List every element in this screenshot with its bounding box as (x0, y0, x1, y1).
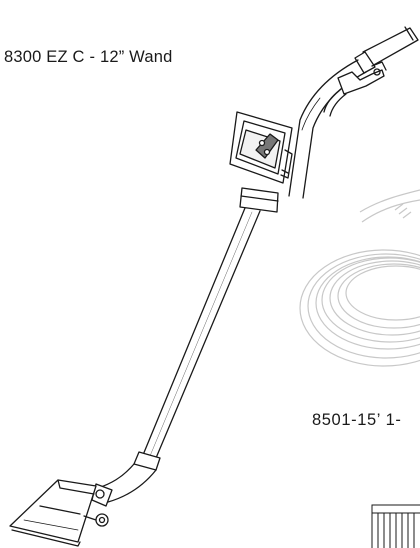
wand-caption: 8300 EZ C - 12” Wand (4, 48, 173, 66)
coiled-hose-drawing (299, 189, 420, 367)
hose-caption: 8501-15’ 1- (312, 411, 402, 429)
carpet-wand-drawing (9, 26, 419, 547)
upholstery-tool-drawing (371, 504, 420, 548)
